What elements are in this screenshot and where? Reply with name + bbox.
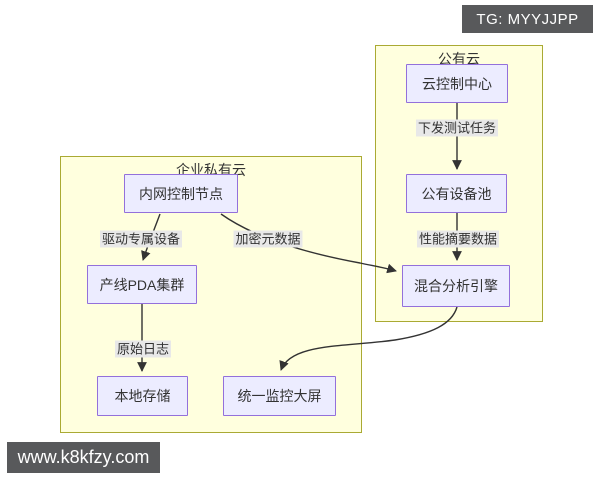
edge-label-raw-logs: 原始日志 — [114, 340, 172, 358]
node-intranet-control-node: 内网控制节点 — [124, 174, 238, 213]
edge-label-dispatch-test-tasks: 下发测试任务 — [415, 119, 499, 137]
node-unified-monitoring-screen: 统一监控大屏 — [223, 376, 336, 416]
cluster-public-cloud-title: 公有云 — [438, 51, 480, 67]
node-hybrid-analysis-engine: 混合分析引擎 — [402, 265, 510, 307]
edge-control-node-to-analysis-engine — [220, 213, 397, 274]
telegram-watermark-badge: TG: MYYJJPP — [462, 5, 593, 33]
edge-label-encrypted-metadata: 加密元数据 — [233, 230, 303, 248]
node-cloud-control-center: 云控制中心 — [406, 64, 508, 103]
website-watermark-badge: www.k8kfzy.com — [7, 442, 160, 473]
node-public-device-pool: 公有设备池 — [406, 174, 507, 213]
edge-label-performance-summary-data: 性能摘要数据 — [416, 230, 500, 248]
edge-label-drive-dedicated-devices: 驱动专属设备 — [99, 230, 183, 248]
node-local-storage: 本地存储 — [97, 376, 188, 416]
edge-analysis-engine-to-monitoring-screen — [279, 306, 458, 371]
node-production-line-pda-cluster: 产线PDA集群 — [87, 265, 197, 304]
